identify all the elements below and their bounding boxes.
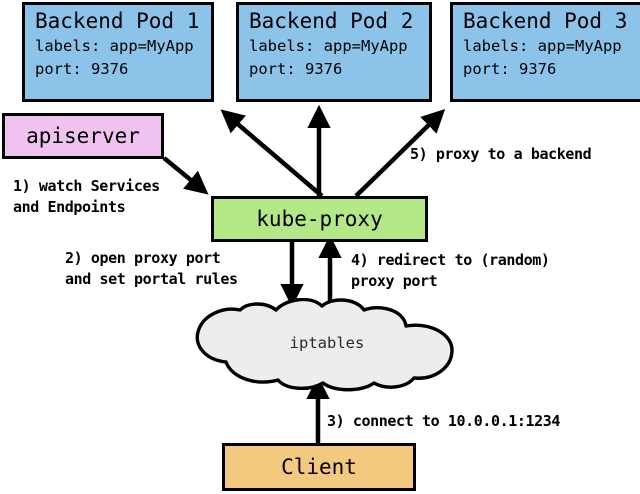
edge-apiserver-to-kubeproxy: [162, 156, 209, 195]
edge-label-3-connect-to-ip: 3) connect to 10.0.0.1:1234: [327, 412, 561, 430]
node-backend-pod-2[interactable]: Backend Pod 2 labels: app=MyApp port: 93…: [236, 2, 432, 102]
edge-label-4-redirect-to-proxy-port: 4) redirect to (random) proxy port: [351, 251, 550, 290]
node-backend-pod-3[interactable]: Backend Pod 3 labels: app=MyApp port: 93…: [450, 2, 640, 102]
pod-1-port: port: 9376: [35, 60, 129, 78]
pod-2-labels: labels: app=MyApp: [249, 37, 408, 55]
client-label: Client: [281, 455, 357, 479]
edge-label-2-open-proxy-port: 2) open proxy port and set portal rules: [65, 249, 238, 288]
node-backend-pod-1[interactable]: Backend Pod 1 labels: app=MyApp port: 93…: [22, 2, 214, 102]
apiserver-label: apiserver: [26, 124, 140, 148]
kube-proxy-label: kube-proxy: [256, 207, 383, 231]
edge-label-1-watch-services: 1) watch Services and Endpoints: [13, 177, 160, 216]
node-kube-proxy[interactable]: kube-proxy: [211, 196, 428, 242]
iptables-label: iptables: [289, 334, 365, 352]
pod-1-labels: labels: app=MyApp: [35, 37, 194, 55]
node-apiserver[interactable]: apiserver: [2, 113, 164, 159]
pod-3-labels: labels: app=MyApp: [463, 37, 622, 55]
cloud-shape: [195, 297, 454, 392]
node-client[interactable]: Client: [222, 443, 416, 491]
pod-3-port: port: 9376: [463, 60, 557, 78]
edge-label-5-proxy-to-backend: 5) proxy to a backend: [410, 145, 592, 163]
pod-2-name: Backend Pod 2: [249, 9, 414, 33]
pod-2-port: port: 9376: [249, 60, 343, 78]
pod-1-name: Backend Pod 1: [35, 9, 200, 33]
node-iptables[interactable]: iptables: [190, 297, 464, 392]
edge-kubeproxy-to-pod1: [220, 109, 324, 198]
pod-3-name: Backend Pod 3: [463, 9, 628, 33]
